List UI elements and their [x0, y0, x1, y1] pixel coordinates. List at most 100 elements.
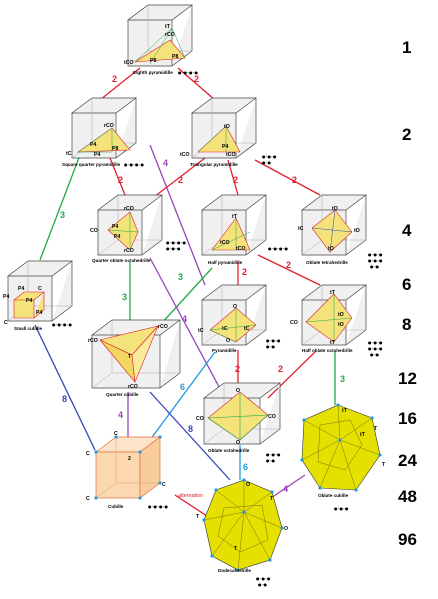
vertex-label: tC	[298, 226, 304, 232]
edge-triangular-half	[227, 159, 239, 196]
vertex-label: tT	[360, 432, 366, 438]
edge-number: 4	[182, 314, 187, 324]
vertex-label: P4	[18, 286, 24, 292]
vertex-label: CO	[90, 228, 98, 234]
edge-pyramidille-cubille	[149, 351, 216, 441]
cell-caption: Quarter cubille	[106, 392, 139, 397]
cube-front-face	[95, 451, 141, 499]
cell-caption: Square quarter pyramidille	[62, 162, 121, 167]
cube-vertex-dots	[94, 435, 162, 500]
vertex-label: tC	[222, 326, 228, 332]
vertex-label: rCO	[124, 206, 134, 212]
solid-body	[301, 404, 381, 491]
vertex-label: C	[86, 496, 90, 502]
vertex-label: tO	[338, 322, 344, 328]
symmetry-glyph: ●–●–●	[256, 576, 271, 581]
pyramid-edges	[211, 218, 251, 251]
cell-oblate-octahedrille: O CO CO O Oblate octahedrille ●–●–● ●–●	[196, 382, 282, 463]
vertex-label: tCO	[180, 152, 190, 158]
pyramid-face	[134, 39, 186, 63]
level-16: 16	[398, 409, 417, 428]
edge-squarequarter-smallcubille	[39, 154, 81, 261]
cell-small-cubille: P4 C P4 P4 P4 C Small cubille ●–●–●–●	[3, 260, 74, 331]
vertex-label: T	[128, 354, 132, 360]
edge-eighth-squarequarter	[99, 67, 141, 101]
cell-quarter-cubille: rCO rCO T rCO Quarter cubille	[88, 319, 182, 397]
vertex-label: tO	[328, 246, 334, 252]
symmetry-glyph: ●–●–●	[368, 252, 383, 257]
edge-number: 2	[194, 74, 199, 84]
vertex-label: P4	[90, 142, 96, 148]
level-12: 12	[398, 369, 417, 388]
symmetry-glyph: ●–●	[266, 458, 275, 463]
edge-number: 3	[60, 210, 65, 220]
octa-edges	[207, 392, 269, 441]
vertex-label: tO	[332, 206, 338, 212]
edge-number: 4	[283, 484, 288, 494]
vertex-label: T	[196, 514, 200, 520]
cell-oblate-tetrahedrille: tO tC tO tO Oblate tetrahedrille ●–●–● ●…	[298, 194, 383, 269]
vertex-label: T	[270, 496, 274, 502]
vertex-label: O	[246, 482, 250, 488]
vertex-label: P4	[222, 144, 228, 150]
vertex-label: P4	[36, 310, 42, 316]
edge-number: 6	[180, 382, 185, 392]
symmetry-glyph: ●–●–●	[368, 340, 383, 345]
vertex-label: T	[234, 546, 238, 552]
cell-eighth-pyramidille: tCO rCO tT P8 P8 Eighth pyramidille ●–●–…	[124, 4, 198, 75]
vertex-label: P4	[114, 234, 120, 240]
level-24: 24	[398, 451, 417, 470]
cell-quarter-oblate-octahedrille: rCO CO P4 P4 rCO Quarter oblate octahedr…	[90, 194, 186, 263]
edge-quartercubille-dodeca	[149, 391, 231, 481]
vertex-label: tCO	[124, 60, 134, 66]
vertex-label: O	[226, 338, 230, 344]
symmetry-glyph: ●–●–●–●	[148, 504, 168, 509]
edge-number: 4	[163, 158, 168, 168]
vertex-label: CO	[268, 414, 276, 420]
symmetry-glyph: ●–●–●	[262, 154, 277, 159]
vertex-label: rCO	[88, 338, 98, 344]
vertex-label: tCO	[236, 246, 246, 252]
edge-number: 2	[242, 267, 247, 277]
level-4: 4	[402, 221, 412, 240]
vertex-label: P8	[112, 146, 118, 152]
symmetry-glyph: ●–●–●–●	[166, 240, 186, 245]
pyramid-edges	[197, 125, 227, 153]
edge-smallcubille-cubille	[34, 324, 96, 451]
level-numbers: 1 2 4 6 8 12 16 24 48 96	[398, 38, 417, 549]
vertex-label: tT	[165, 24, 171, 30]
symmetry-glyph: ●–●–●	[334, 506, 349, 511]
edge-number: 8	[62, 394, 67, 404]
edge-number: 2	[292, 175, 297, 185]
vertex-label: rCO	[158, 324, 168, 330]
pyramid-edges	[209, 308, 257, 343]
tetra-face-3	[131, 325, 159, 383]
edge-squarequarter-quarteroblate	[109, 157, 126, 196]
level-8: 8	[402, 315, 411, 334]
vertex-label: C	[86, 451, 90, 457]
vertex-label: tO	[354, 228, 360, 234]
vertex-label: rCO	[104, 123, 114, 129]
symmetry-glyph: ●–●–●–●	[124, 162, 144, 167]
cell-caption: Quarter oblate octahedrille	[92, 258, 151, 263]
edge-number: 3	[340, 374, 345, 384]
vertex-label: P4	[94, 152, 100, 158]
edge-pyramidille-quartercubille	[159, 267, 213, 326]
edge-numbers: 2 2 3 2 4 2 2 2 2 2 3 3 4 2 2 8 6 3 4 8 …	[60, 74, 345, 499]
pyramid-face	[211, 217, 251, 251]
vertex-label: tT	[232, 214, 238, 220]
level-6: 6	[402, 275, 411, 294]
cell-square-quarter-pyramidille: tC rCO P4 P4 P8 Square quarter pyramidil…	[62, 97, 144, 167]
vertex-label: 2	[128, 456, 131, 462]
cell-dodecahedrille: O T T O T Dodecahedrille ●–●–● ●–●	[196, 478, 288, 587]
cell-caption: Oblate tetrahedrille	[306, 260, 348, 265]
cell-caption: Dodecahedrille	[218, 568, 251, 573]
pyramid-edges	[77, 127, 113, 153]
vertex-label: C	[114, 431, 118, 437]
cell-half-oblate-octahedrille: tT CO tO tO tT Half oblate octahedrille …	[290, 284, 383, 357]
vertex-label: O	[236, 388, 240, 394]
edge-number: 2	[286, 260, 291, 270]
level-96: 96	[398, 530, 417, 549]
vertex-label: tO	[338, 312, 344, 318]
octa-edges	[305, 294, 353, 342]
